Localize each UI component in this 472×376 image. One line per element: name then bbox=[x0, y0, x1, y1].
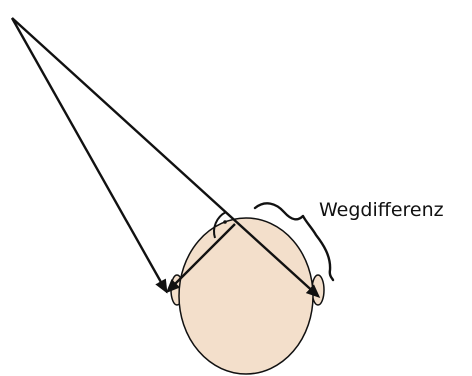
ray-to-left-ear bbox=[12, 18, 166, 291]
right-ear bbox=[312, 275, 324, 305]
right-angle-dot bbox=[223, 220, 227, 224]
head bbox=[179, 218, 313, 374]
path-difference-label: Wegdifferenz bbox=[319, 199, 444, 221]
ray-to-right-ear bbox=[12, 18, 318, 296]
